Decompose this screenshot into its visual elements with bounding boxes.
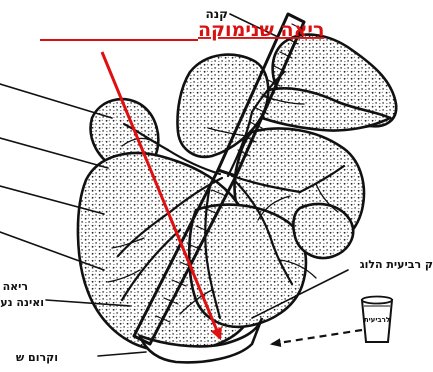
lung-label-line2: ואינה נע: [0, 296, 44, 309]
lung-illustration: [78, 35, 396, 363]
bottom-label: וקרום ש: [16, 351, 58, 364]
cup-label: לרביעית: [364, 316, 390, 324]
quarter-log-label: ק רביעית הלוג: [360, 258, 433, 271]
lung-label-line1: ריאה: [3, 280, 28, 293]
page-title: ריאה שנימוקה: [198, 19, 324, 41]
trachea-label: קנה: [205, 7, 228, 21]
right-extension: [293, 204, 353, 258]
dashed-arrow: [272, 330, 362, 344]
